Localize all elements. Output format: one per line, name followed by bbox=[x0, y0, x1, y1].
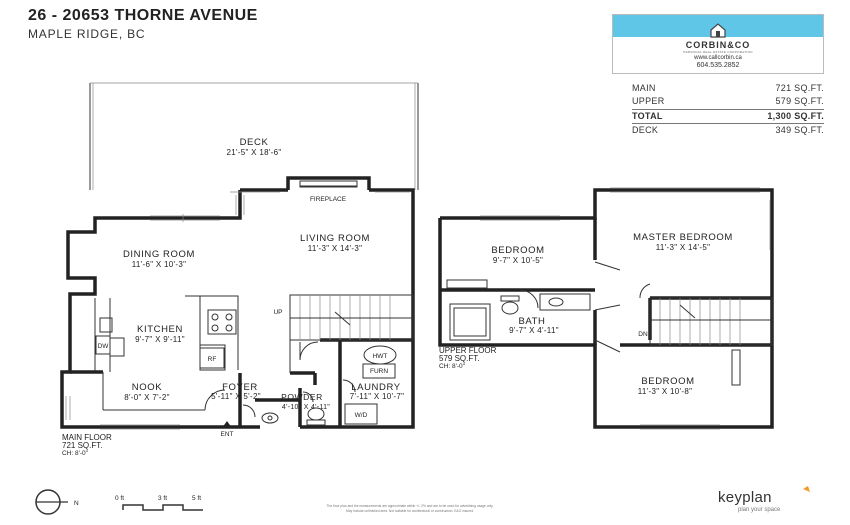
main-floor-name: MAIN FLOOR bbox=[62, 433, 112, 442]
kitchen-sink-icon bbox=[99, 317, 113, 333]
property-address: 26 - 20653 THORNE AVENUE bbox=[28, 7, 258, 24]
dishwasher-icon bbox=[95, 335, 111, 355]
brand-name: CORBIN&CO bbox=[685, 40, 751, 50]
brand-website: www.callcorbin.ca bbox=[694, 55, 742, 61]
main-floor-ceiling: CH: 8'-0" bbox=[62, 450, 89, 457]
upper-doors bbox=[519, 261, 651, 353]
nook-dimensions: 8'-0" X 7'-2" bbox=[124, 393, 170, 402]
powder-sink-icon bbox=[261, 412, 279, 424]
area-row-deck: DECK 349 SQ.FT. bbox=[632, 124, 824, 137]
main-doors bbox=[204, 341, 356, 418]
furnace-icon bbox=[362, 363, 396, 379]
main-floor-plan: DECK 21'-5" X 18'-6" FIREPLACE LIVING RO… bbox=[60, 82, 419, 457]
stove-icon bbox=[207, 309, 237, 335]
wd-label: W/D bbox=[355, 412, 368, 419]
main-windows bbox=[65, 191, 410, 430]
rf-label: RF bbox=[208, 356, 217, 363]
powder-dimensions: 4'-10" X 4'-11" bbox=[282, 404, 330, 411]
fridge-icon bbox=[199, 347, 225, 369]
scale-tick-1: 3 ft bbox=[158, 495, 167, 502]
main-interior-walls bbox=[70, 295, 413, 427]
disclaimer-line-1: The floor plan and the measurements are … bbox=[327, 504, 494, 508]
bath-name: BATH bbox=[518, 316, 545, 327]
brand-tagline: PERSONAL REAL ESTATE CORPORATION bbox=[683, 50, 753, 54]
area-value: 579 SQ.FT. bbox=[775, 96, 824, 106]
bathtub-icon bbox=[449, 303, 491, 341]
disclaimer-line-2: May include unfinished area. Not suitabl… bbox=[346, 509, 474, 513]
up-label: UP bbox=[273, 309, 282, 316]
dining-room-name: DINING ROOM bbox=[123, 249, 195, 260]
dining-room-dimensions: 11'-6" X 10'-3" bbox=[132, 260, 186, 269]
area-row-upper: UPPER 579 SQ.FT. bbox=[632, 95, 824, 108]
nook-name: NOOK bbox=[132, 382, 162, 393]
upper-stairs bbox=[649, 297, 773, 346]
entrance-arrow-icon bbox=[222, 421, 232, 428]
hwt-label: HWT bbox=[373, 353, 388, 360]
deck-outline bbox=[89, 82, 419, 190]
master-bedroom-dimensions: 11'-3" X 14'-5" bbox=[656, 243, 710, 252]
fireplace-label: FIREPLACE bbox=[310, 196, 347, 203]
kitchen-name: KITCHEN bbox=[137, 324, 183, 335]
property-city: MAPLE RIDGE, BC bbox=[28, 27, 146, 41]
upper-windows bbox=[480, 187, 771, 430]
powder-name: POWDER bbox=[281, 392, 323, 402]
scale-bar: 0 ft 3 ft 5 ft bbox=[115, 495, 203, 511]
area-summary-table: MAIN 721 SQ.FT. UPPER 579 SQ.FT. TOTAL 1… bbox=[632, 82, 824, 137]
area-label: TOTAL bbox=[632, 111, 663, 121]
washer-dryer-icon bbox=[344, 403, 378, 425]
upper-floor-name: UPPER FLOOR bbox=[439, 346, 497, 355]
keyplan-logo-icon bbox=[803, 486, 810, 492]
bedroom-name: BEDROOM bbox=[491, 245, 544, 256]
area-label: UPPER bbox=[632, 96, 665, 106]
keyplan-tagline: plan your space bbox=[738, 507, 781, 513]
area-value: 349 SQ.FT. bbox=[775, 125, 824, 135]
house-logo-icon bbox=[710, 23, 726, 38]
master-bedroom-name: MASTER BEDROOM bbox=[633, 232, 733, 243]
area-value: 721 SQ.FT. bbox=[775, 83, 824, 93]
area-label: DECK bbox=[632, 125, 659, 135]
foyer-dimensions: 5'-11" X 5'-2" bbox=[211, 392, 261, 401]
deck-name: DECK bbox=[240, 137, 269, 148]
keyplan-logo: keyplan bbox=[718, 489, 772, 506]
upper-floor-plan: BEDROOM 9'-7" X 10'-5" MASTER BEDROOM 11… bbox=[438, 187, 774, 430]
upper-floor-area: 579 SQ.FT. bbox=[439, 354, 479, 363]
area-row-total: TOTAL 1,300 SQ.FT. bbox=[632, 109, 824, 124]
area-row-main: MAIN 721 SQ.FT. bbox=[632, 82, 824, 95]
laundry-dimensions: 7'-11" X 10'-7" bbox=[350, 392, 404, 401]
area-label: MAIN bbox=[632, 83, 656, 93]
brand-card: CORBIN&CO PERSONAL REAL ESTATE CORPORATI… bbox=[612, 14, 824, 74]
north-compass-icon bbox=[35, 489, 68, 515]
dw-label: DW bbox=[98, 343, 110, 350]
furn-label: FURN bbox=[370, 368, 388, 375]
bedroom-dimensions: 9'-7" X 10'-5" bbox=[493, 256, 543, 265]
area-value: 1,300 SQ.FT. bbox=[767, 111, 824, 121]
north-label: N bbox=[74, 500, 79, 507]
main-floor-area: 721 SQ.FT. bbox=[62, 441, 102, 450]
fireplace-icon bbox=[286, 176, 371, 190]
bath-dimensions: 9'-7" X 4'-11" bbox=[509, 326, 559, 335]
upper-exterior-walls bbox=[438, 188, 774, 429]
closet-icon bbox=[446, 279, 741, 386]
bedroom-2-name: BEDROOM bbox=[641, 376, 694, 387]
laundry-name: LAUNDRY bbox=[351, 382, 400, 393]
bath-toilet-icon bbox=[500, 295, 520, 315]
living-room-dimensions: 11'-3" X 14'-3" bbox=[308, 244, 362, 253]
main-stairs bbox=[289, 294, 414, 341]
living-room-name: LIVING ROOM bbox=[300, 233, 370, 244]
ent-label: ENT bbox=[221, 431, 234, 438]
scale-tick-2: 5 ft bbox=[192, 495, 201, 502]
dn-label: DN bbox=[638, 331, 648, 338]
brand-phone: 604.535.2852 bbox=[696, 62, 740, 69]
scale-tick-0: 0 ft bbox=[115, 495, 124, 502]
foyer-name: FOYER bbox=[222, 382, 258, 393]
bedroom-2-dimensions: 11'-3" X 10'-8" bbox=[638, 387, 692, 396]
bath-vanity-icon bbox=[539, 293, 591, 311]
powder-toilet-icon bbox=[306, 407, 326, 426]
kitchen-dimensions: 9'-7" X 9'-11" bbox=[135, 335, 185, 344]
upper-floor-ceiling: CH: 8'-0" bbox=[439, 363, 466, 370]
deck-dimensions: 21'-5" X 18'-6" bbox=[226, 148, 281, 157]
